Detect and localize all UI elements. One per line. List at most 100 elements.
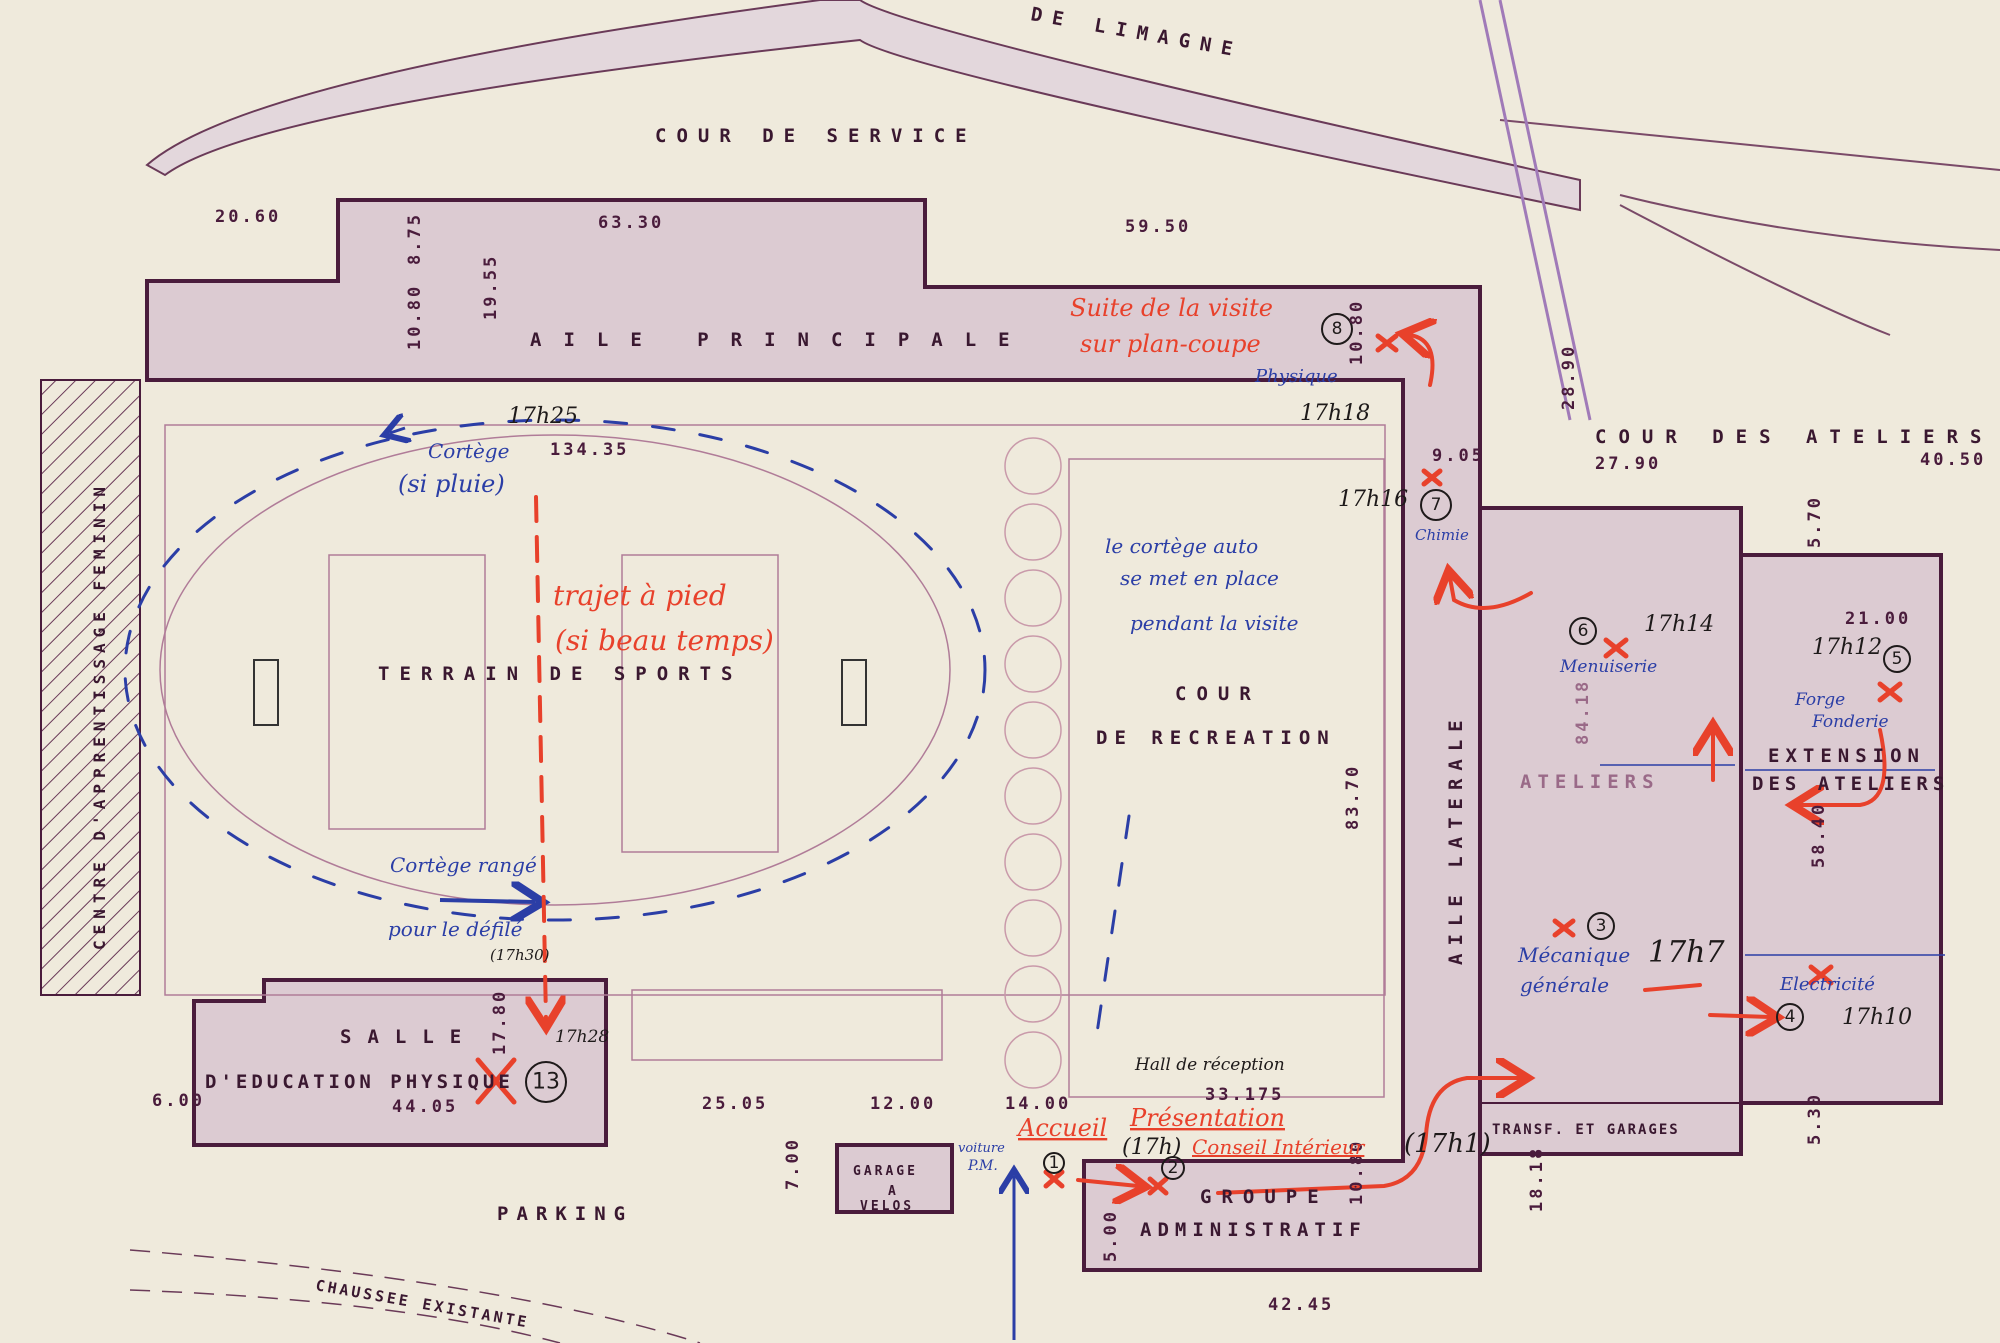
- si-pluie-note: (si pluie): [398, 470, 505, 498]
- voiture-label: voiture: [958, 1141, 1005, 1156]
- route-admin-ateliers: [1216, 1078, 1520, 1195]
- dimension: 9.05: [1432, 446, 1485, 466]
- ateliers-building: [1478, 506, 1743, 1156]
- stop-number: 4: [1785, 1007, 1796, 1027]
- stop-circle-8: [1321, 313, 1353, 345]
- stop-number: 8: [1332, 319, 1343, 339]
- route-6-7: [1450, 578, 1533, 610]
- cortege-range-note: Cortège rangé: [390, 853, 537, 877]
- stop-circle-13: [525, 1061, 567, 1103]
- dimension: 33.175: [1205, 1085, 1284, 1105]
- recreation-label: DE RECREATION: [1096, 727, 1336, 749]
- stop-number: 3: [1596, 916, 1607, 936]
- terrain-label: TERRAIN DE SPORTS: [378, 663, 742, 685]
- dimension: 83.70: [1343, 764, 1363, 830]
- education-label: D'EDUCATION PHYSIQUE: [205, 1071, 514, 1093]
- stop-circle-4: [1776, 1003, 1804, 1031]
- route-1-2: [1076, 1180, 1138, 1186]
- time-label: 17h7: [1648, 935, 1725, 970]
- auto-cortege-route: [1095, 814, 1131, 1035]
- time-label: (17h1): [1404, 1129, 1491, 1159]
- cortege-auto-note: le cortège auto: [1105, 534, 1258, 558]
- met-en-place-note: se met en place: [1120, 566, 1279, 590]
- dimension: 20.60: [215, 207, 281, 227]
- dimension: 5.30: [1805, 1092, 1825, 1145]
- time-label: 17h16: [1338, 487, 1408, 512]
- pm-label: P.M.: [967, 1158, 998, 1174]
- dimension: 21.00: [1845, 609, 1911, 629]
- dimension: 19.55: [481, 254, 501, 320]
- time-label: 17h14: [1644, 612, 1714, 637]
- running-track: [159, 434, 951, 906]
- stop-circle-5: [1883, 645, 1911, 673]
- dimension: 10.80: [405, 284, 425, 350]
- dimension: 18.18: [1527, 1146, 1547, 1212]
- aile-principale-label: AILE PRINCIPALE: [530, 329, 1032, 351]
- dimension: 42.45: [1268, 1295, 1334, 1315]
- pendant-visite-note: pendant la visite: [1130, 611, 1298, 635]
- diagonal-lines: [1478, 0, 1592, 421]
- electricite-label: Electricité: [1779, 974, 1875, 995]
- dimension: 25.05: [702, 1094, 768, 1114]
- dimension: 134.35: [550, 440, 629, 460]
- dimension: 6.00: [152, 1091, 205, 1111]
- dimension: 63.30: [598, 213, 664, 233]
- stop-circle-6: [1569, 617, 1597, 645]
- dimension: 44.05: [392, 1097, 458, 1117]
- conseil-interieur-note: Conseil Intérieur: [1192, 1135, 1366, 1159]
- cortege-note: Cortège: [428, 439, 509, 463]
- garage-label: GARAGE: [853, 1164, 918, 1179]
- court-right: [621, 554, 779, 853]
- stop-circle-3: [1587, 912, 1615, 940]
- cour-service-label: COUR DE SERVICE: [655, 125, 977, 147]
- dimension: 14.00: [1005, 1094, 1071, 1114]
- stop-number: 6: [1578, 621, 1589, 641]
- time-label: 17h25: [508, 404, 578, 429]
- dimension: 58.40: [1809, 802, 1829, 868]
- time-label: (17h): [1122, 1135, 1181, 1160]
- physique-label: Physique: [1254, 366, 1338, 387]
- tree-row: [1004, 437, 1062, 1089]
- goal-right: [841, 659, 867, 726]
- centre-label: CENTRE D'APPRENTISSAGE FEMININ: [90, 481, 109, 950]
- chimie-label: Chimie: [1415, 526, 1469, 544]
- stop-number: 7: [1431, 495, 1442, 515]
- time-label: (17h30): [490, 946, 550, 964]
- fonderie-label: Fonderie: [1811, 712, 1889, 732]
- mecanique-label: Mécanique: [1517, 943, 1630, 967]
- dimension: 10.80: [1347, 1139, 1367, 1205]
- plan-coupe-note: sur plan-coupe: [1080, 330, 1261, 358]
- garage-velos: [835, 1143, 954, 1214]
- stop-circle-2: [1161, 1156, 1185, 1180]
- parking-bay: [631, 989, 943, 1061]
- dimension: 10.80: [1347, 299, 1367, 365]
- parking-label: PARKING: [497, 1203, 633, 1225]
- dimension: 28.90: [1559, 344, 1579, 410]
- cour-recreation: [1068, 458, 1385, 1098]
- dimension: 5.00: [1101, 1209, 1121, 1262]
- beau-temps-note: (si beau temps): [555, 624, 774, 657]
- time-label: 17h18: [1300, 401, 1370, 426]
- dimension: 7.00: [783, 1137, 803, 1190]
- time-label: 17h12: [1812, 635, 1882, 660]
- road-bottom: [129, 1249, 701, 1343]
- time-label: 17h10: [1842, 1005, 1912, 1030]
- stop-circle-1: [1043, 1152, 1065, 1174]
- stop-number: 2: [1168, 1158, 1179, 1178]
- stop-number: 13: [532, 1070, 560, 1095]
- defile-arrow: [439, 900, 535, 902]
- route-5-extension: [1800, 728, 1887, 805]
- cour-label: COUR: [1175, 683, 1261, 705]
- cortege-arrow: [390, 428, 405, 433]
- route-3-4: [1643, 983, 1770, 1017]
- stop-number: 5: [1892, 649, 1903, 669]
- dimension: 5.70: [1805, 495, 1825, 548]
- dimension: 27.90: [1595, 454, 1661, 474]
- court-left: [328, 554, 486, 830]
- dimension-labels: 20.60 63.30 59.50 8.75 10.80 19.55 134.3…: [152, 207, 1986, 1315]
- dimension: 40.50: [1920, 450, 1986, 470]
- garage-a-label: A: [888, 1184, 906, 1199]
- salle-label: SALLE: [340, 1026, 477, 1048]
- road-embankment: [145, 0, 1581, 212]
